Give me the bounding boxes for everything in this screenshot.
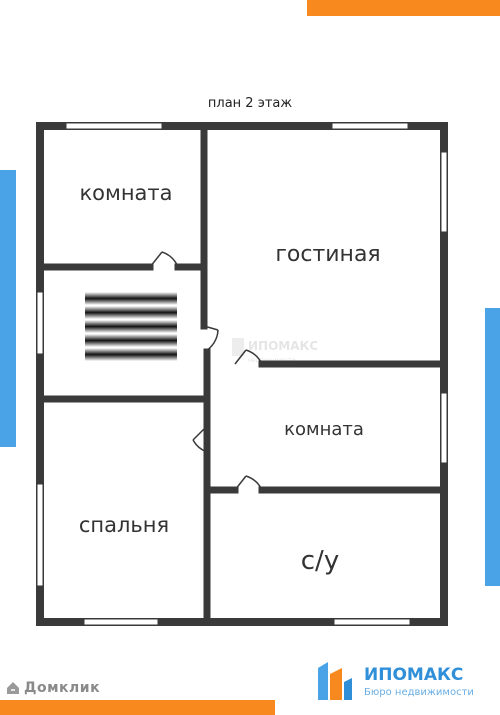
door-room-top-left <box>149 251 179 268</box>
brand-name: ИПОМАКС <box>364 664 464 685</box>
orange-accent-bottom <box>0 700 275 715</box>
orange-accent-top <box>307 0 500 16</box>
label-room-right: комната <box>284 419 364 440</box>
door-living-hall <box>234 349 263 365</box>
house-icon <box>7 682 19 694</box>
window-bottom-right <box>333 618 411 626</box>
window-right-middle <box>440 392 448 464</box>
stair-step <box>85 348 177 361</box>
door-stair-living <box>203 325 219 353</box>
stair-step <box>85 306 177 319</box>
watermark-logo-block <box>232 338 244 356</box>
window-bottom-left <box>83 618 159 626</box>
outer-wall <box>36 122 448 626</box>
stair-step <box>85 334 177 347</box>
window-left-bottom <box>36 483 44 587</box>
stair-step <box>85 292 177 305</box>
window-top-left <box>65 122 163 130</box>
brand-subtitle: Бюро недвижимости <box>364 686 474 698</box>
brand-block: ИПОМАКС Бюро недвижимости <box>316 660 474 702</box>
blue-accent-right <box>485 308 500 586</box>
watermark-center-name: ИПОМАКС <box>248 339 318 353</box>
blue-accent-left <box>0 170 16 447</box>
door-room-right <box>192 425 208 453</box>
label-living-room: гостиная <box>275 242 380 267</box>
domclick-watermark: Домклик <box>6 680 100 696</box>
window-left-middle <box>36 291 44 355</box>
label-bathroom: с/у <box>301 546 339 576</box>
window-top-right <box>331 122 409 130</box>
ipomaks-logo-icon <box>318 662 352 700</box>
window-right-upper <box>440 151 448 233</box>
label-bedroom: спальня <box>79 513 169 537</box>
label-room-top-left: комната <box>79 181 172 205</box>
staircase <box>85 292 177 361</box>
door-bathroom <box>234 475 263 491</box>
stair-step <box>85 320 177 333</box>
domclick-text: Домклик <box>24 680 101 696</box>
plan-title: план 2 этаж <box>207 96 293 111</box>
